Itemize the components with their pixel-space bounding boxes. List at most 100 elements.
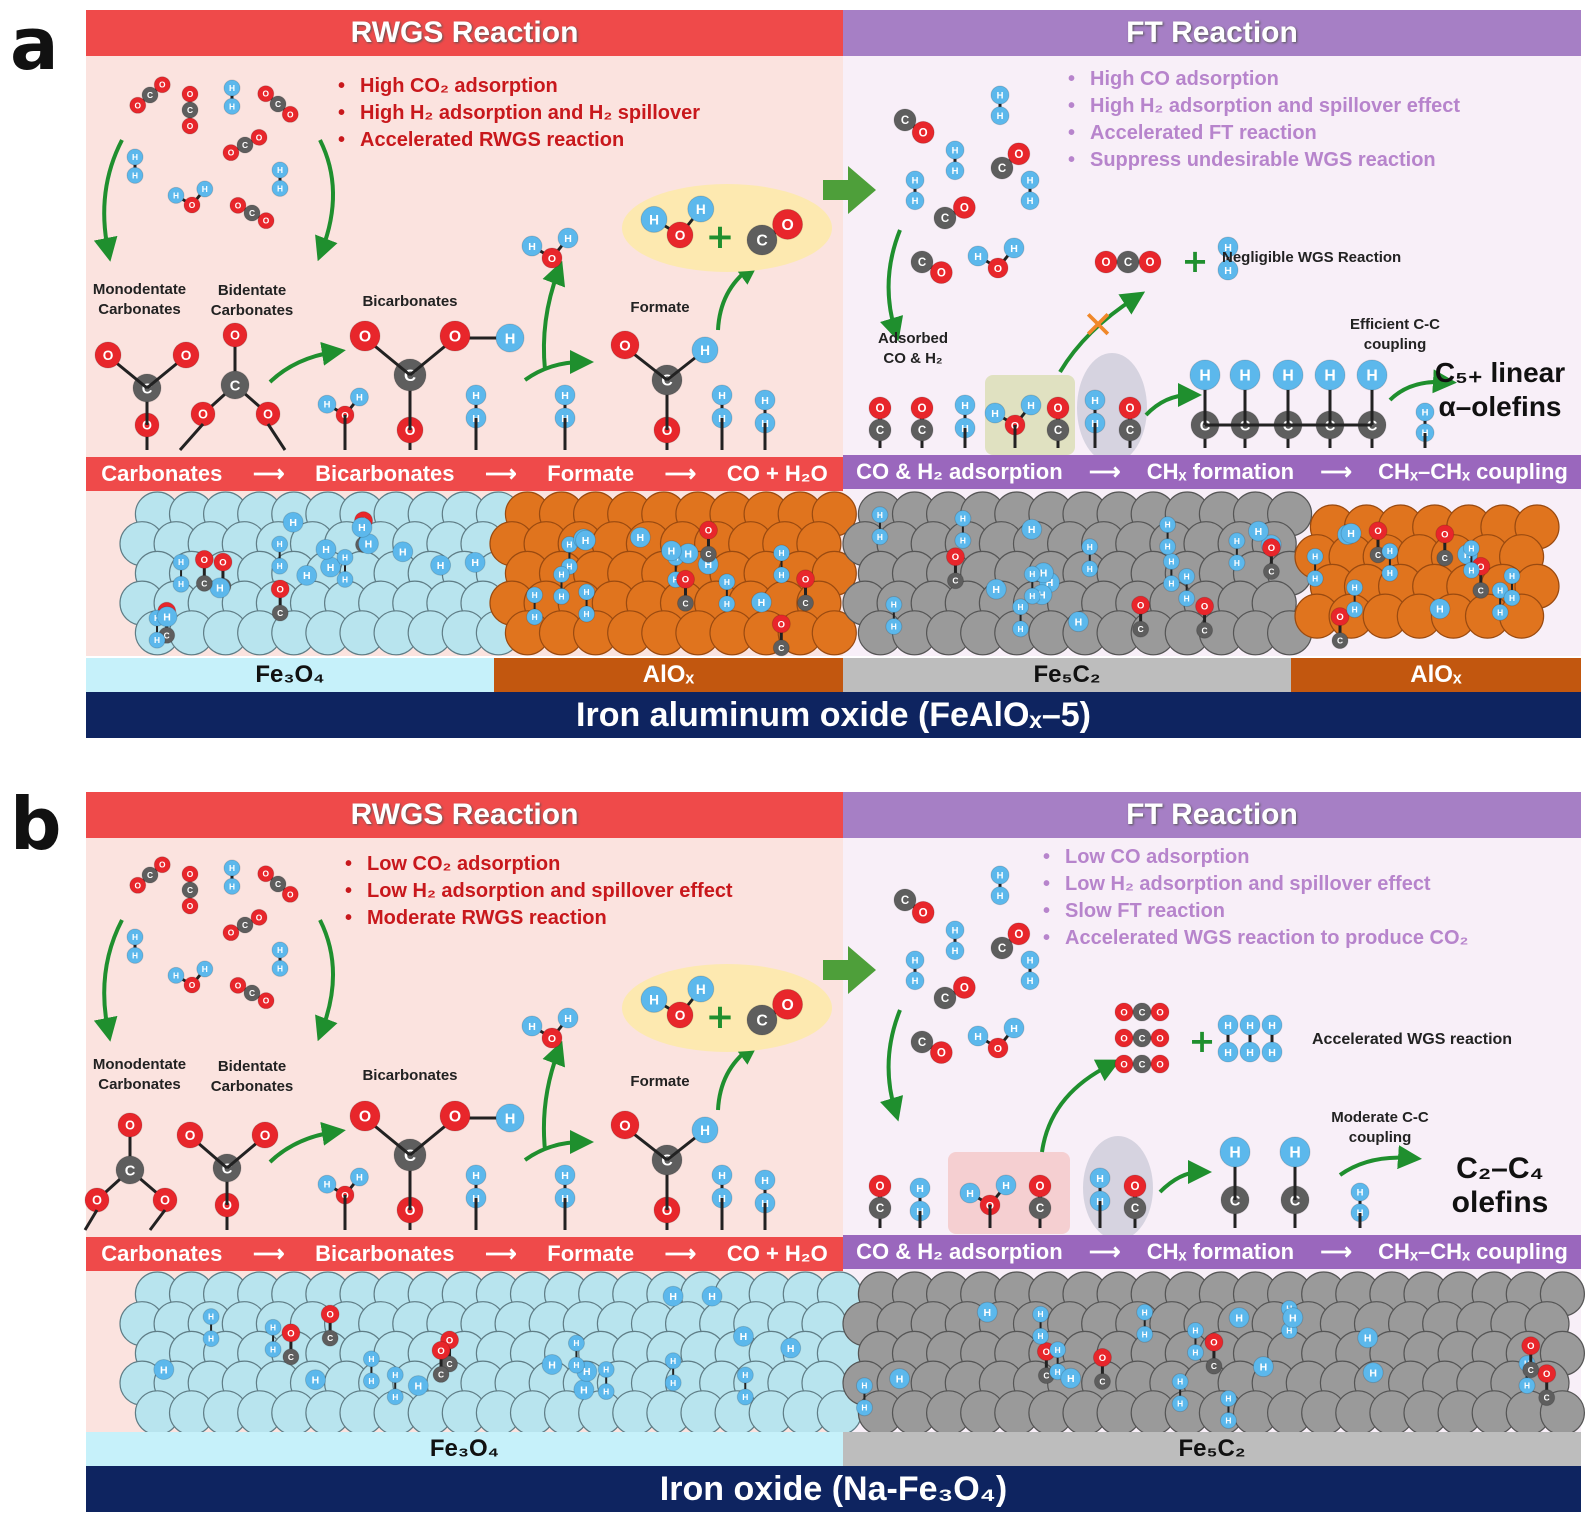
svg-text:H: H [1029,591,1035,601]
hydrogen-atom-icon: H [1217,1014,1239,1036]
svg-text:C: C [230,378,241,394]
svg-text:O: O [781,997,793,1014]
hydrogen-atom-icon: H [691,1116,719,1144]
svg-text:C: C [1290,1193,1301,1209]
carbon-atom-icon: C [181,101,199,119]
hydrogen-atom-icon: H [541,1353,563,1375]
hydrogen-atom-icon: H [1178,589,1196,607]
hydrogen-atom-icon: H [1362,1362,1384,1384]
hydrogen-atom-icon: H [967,1025,989,1047]
svg-text:H: H [365,539,373,551]
hydrogen-atom-icon: H [552,565,570,583]
svg-text:C: C [1139,1059,1146,1070]
hydrogen-atom-icon: H [984,402,1006,424]
co-release-arrow-icon [716,1040,760,1111]
svg-text:H: H [603,1365,609,1375]
svg-text:H: H [966,1188,974,1200]
hydrogen-atom-icon: H [1282,1307,1304,1329]
svg-text:O: O [235,200,242,210]
svg-text:H: H [566,540,572,550]
hydrogen-atom-icon: H [495,1103,525,1133]
svg-text:C: C [142,381,153,397]
hydrogen-atom-icon: H [1252,1356,1274,1378]
svg-text:O: O [135,880,142,890]
panel-a-surface: HCOCOHHCOHHHHHHCOHHHHHHHHHHCOCOHHHHHHCOH… [119,491,1560,657]
oxygen-atom-icon: O [1330,607,1350,627]
svg-text:O: O [260,1128,271,1143]
hydrogen-atom-icon: H [687,195,715,223]
step-arrow-icon: ⟶ [485,461,517,486]
product-arrow-icon [1388,369,1457,402]
svg-text:C: C [147,870,153,880]
oxygen-atom-icon: O [257,212,275,230]
bidentate-label: Bidentate Carbonates [210,282,294,319]
rwgs-step-bar: Carbonates⟶ Bicarbonates⟶ Formate⟶ CO + … [86,1237,843,1271]
svg-text:H: H [1075,616,1083,628]
panel-letter: a [10,2,59,86]
carbon-atom-icon: C [676,594,694,612]
svg-text:H: H [1091,395,1099,407]
svg-text:H: H [916,1183,924,1195]
svg-text:H: H [740,1331,748,1343]
plus-icon: + [706,217,735,257]
svg-text:O: O [802,574,809,585]
oxygen-atom-icon: O [929,1041,953,1065]
oxygen-atom-icon: O [129,96,147,114]
svg-text:C: C [756,233,767,250]
hydrogen-atom-icon: H [1089,1167,1111,1189]
hydrogen-atom-icon: H [1081,538,1099,556]
svg-text:H: H [564,1013,572,1025]
hydrogen-atom-icon: H [223,877,241,895]
oxygen-atom-icon: O [181,865,199,883]
svg-text:H: H [1246,1020,1254,1032]
svg-text:O: O [1102,257,1111,269]
wgs-note: Accelerated WGS reaction [1312,1031,1513,1048]
oxygen-atom-icon: O [868,1174,892,1198]
svg-text:O: O [1014,929,1023,941]
svg-text:H: H [779,548,785,558]
svg-text:O: O [187,901,194,911]
svg-text:O: O [960,983,969,995]
hydrogen-atom-icon: H [945,140,965,160]
hydrogen-atom-icon: H [153,1359,175,1381]
oxygen-atom-icon: O [1150,1054,1170,1074]
product-highlight [622,184,832,272]
coupling-note: Efficient C-C coupling [1350,316,1440,353]
carbon-atom-icon: C [746,224,778,256]
oxygen-atom-icon: O [541,1027,563,1049]
svg-text:O: O [1201,602,1208,613]
carbon-atom-icon: C [1472,581,1490,599]
hydrogen-atom-icon: H [990,865,1010,885]
svg-text:O: O [228,148,235,158]
svg-text:O: O [287,889,294,899]
oxygen-atom-icon: O [281,885,299,903]
svg-text:H: H [399,547,407,559]
svg-text:O: O [662,423,673,438]
hydrogen-atom-icon: H [976,1301,998,1323]
hydrogen-atom-icon: H [1261,1014,1283,1036]
hydrogen-atom-icon: H [575,529,597,551]
hydrogen-atom-icon: H [271,959,289,977]
carbon-atom-icon: C [1205,1357,1223,1375]
svg-text:C: C [1124,257,1133,269]
svg-text:H: H [1028,524,1036,536]
oxygen-atom-icon: O [194,549,214,569]
hydrogen-atom-icon: H [736,1388,754,1406]
carbon-atom-icon: C [236,136,254,154]
hydrogen-atom-icon: H [1415,402,1435,422]
hydrogen-atom-icon: H [156,606,178,628]
svg-text:H: H [472,1170,480,1182]
svg-text:H: H [684,548,692,560]
svg-text:H: H [997,90,1004,101]
hydrogen-atom-icon: H [750,591,772,613]
hydrogen-atom-icon: H [1136,1325,1154,1343]
svg-text:O: O [876,403,885,415]
svg-text:O: O [256,912,263,922]
hydrogen-atom-icon: H [1518,1377,1536,1395]
oxygen-atom-icon: O [929,261,953,285]
svg-text:O: O [937,1048,946,1060]
svg-text:O: O [326,1310,333,1321]
oxygen-atom-icon: O [675,569,695,589]
svg-text:H: H [208,1334,214,1344]
hydrogen-atom-icon: H [1228,532,1246,550]
